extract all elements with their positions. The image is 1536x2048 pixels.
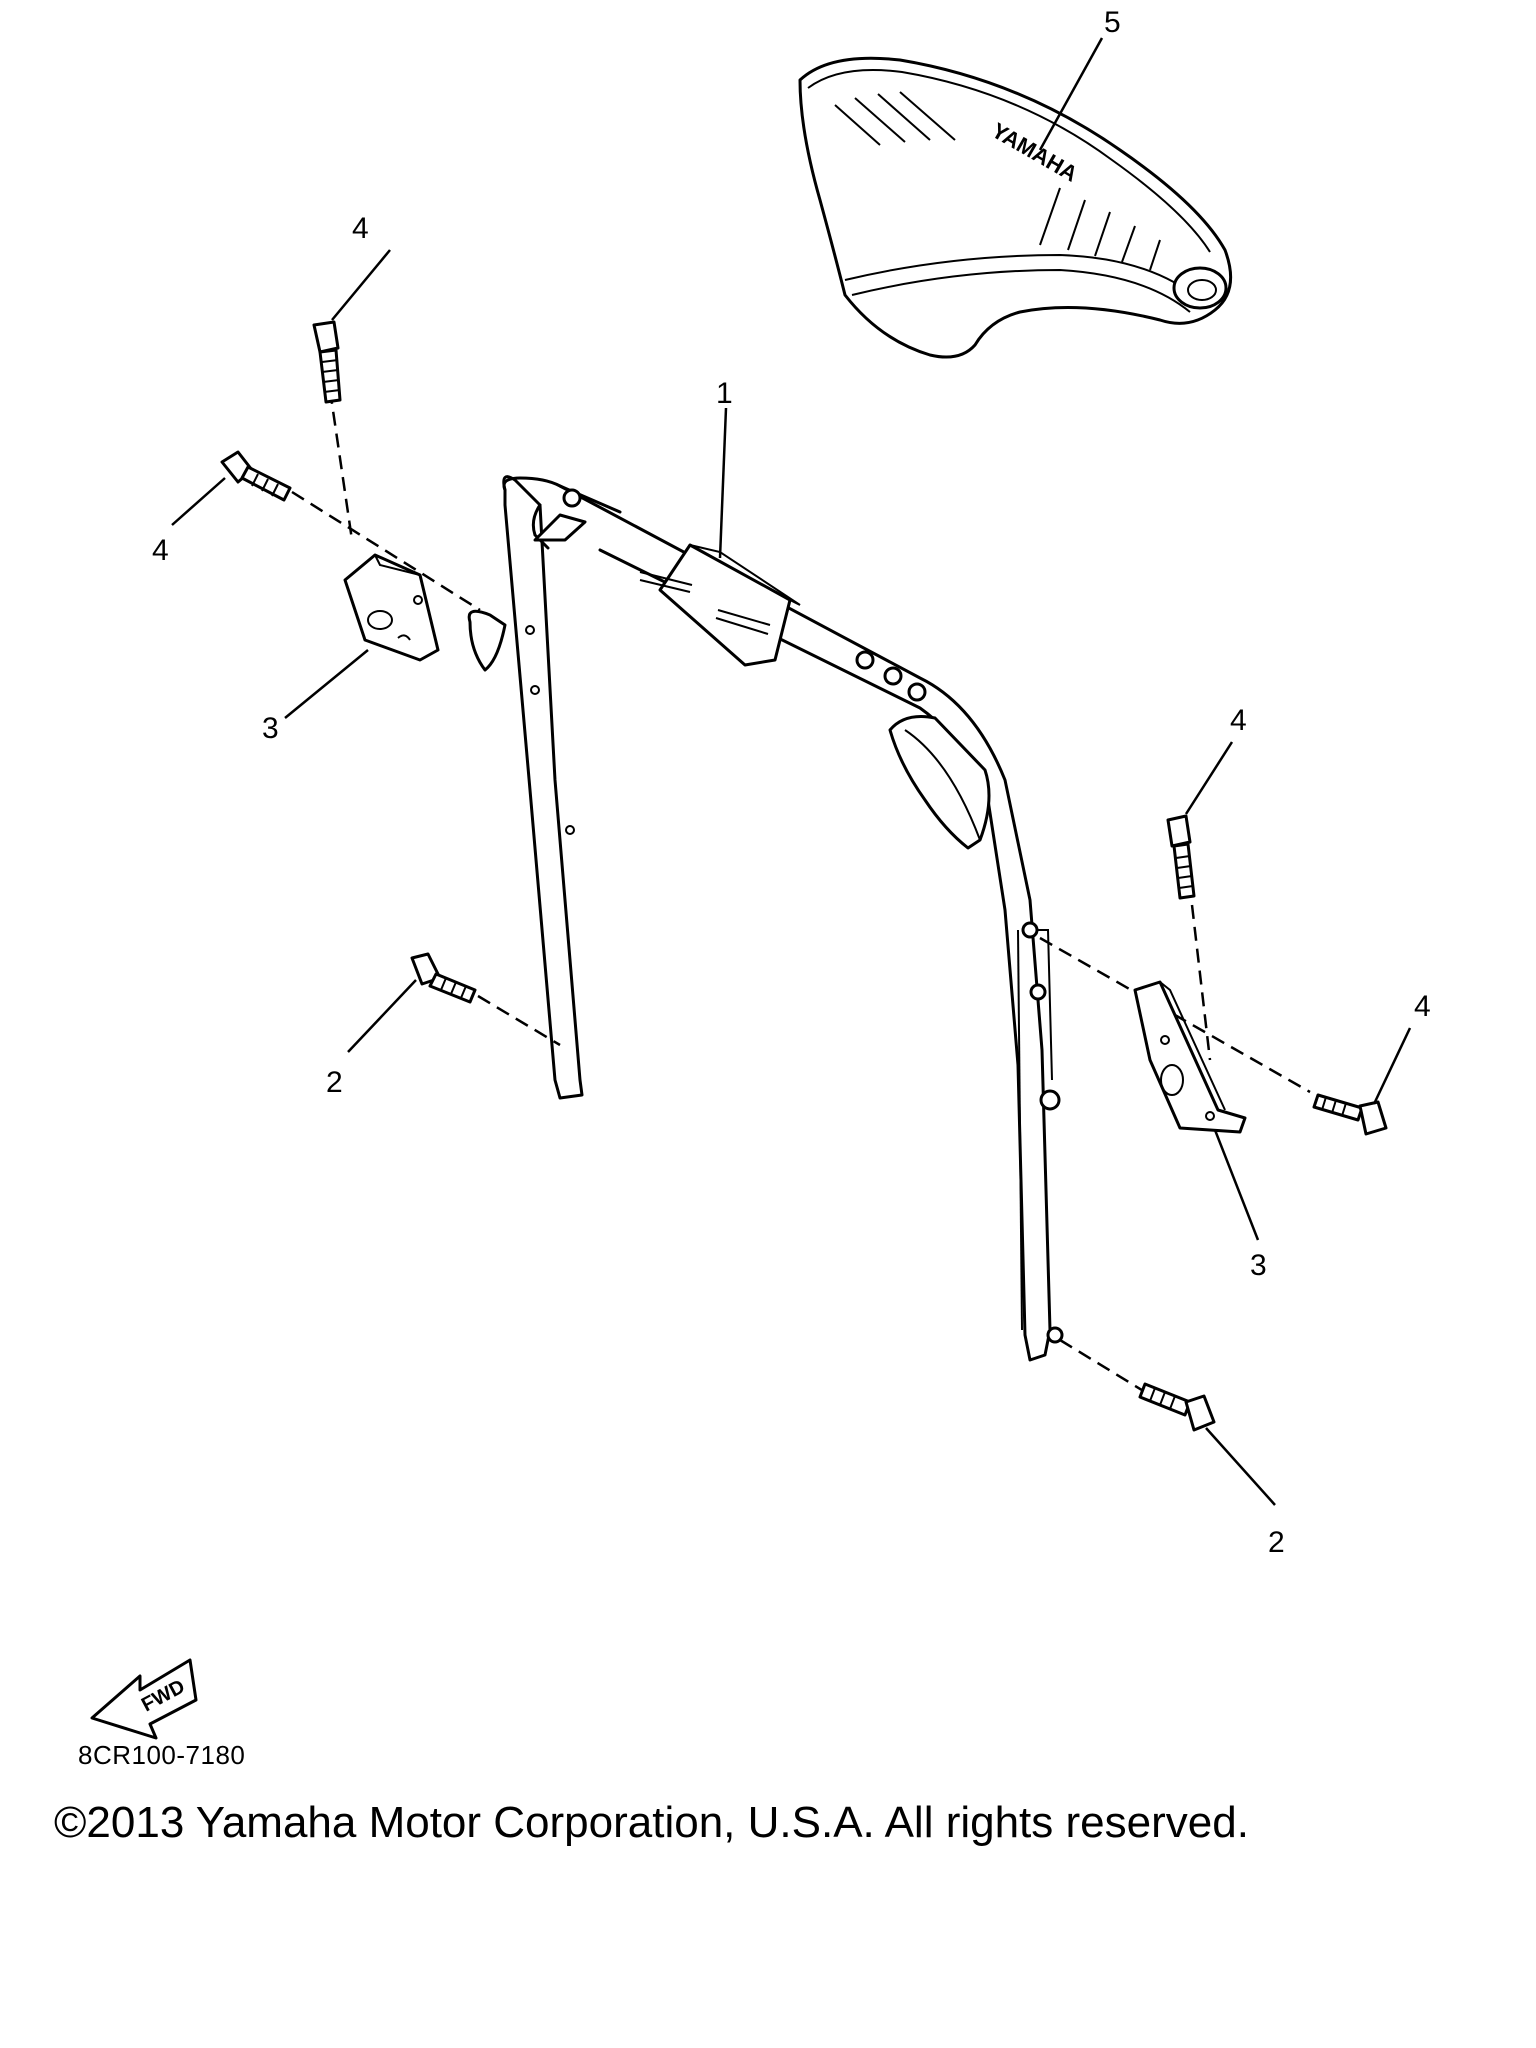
callout-2-left: 2 <box>326 1066 343 1099</box>
callout-1: 1 <box>716 377 733 410</box>
fwd-arrow-icon: FWD <box>90 1658 198 1740</box>
copyright-notice: ©2013 Yamaha Motor Corporation, U.S.A. A… <box>54 1798 1249 1847</box>
bolt-2-right <box>1138 1382 1276 1506</box>
callout-3-right: 3 <box>1250 1249 1267 1282</box>
assembly-line <box>291 490 481 612</box>
left-bracket <box>284 553 440 719</box>
callout-4-top-left: 4 <box>352 212 369 245</box>
assembly-line <box>477 994 561 1047</box>
bolt-2-left <box>347 952 477 1053</box>
callout-4-mid-right: 4 <box>1230 704 1247 737</box>
handlebar-frame <box>467 407 1064 1362</box>
assembly-line <box>328 389 354 541</box>
bolt-4-right <box>1312 1027 1412 1136</box>
bolt-4-mid-left <box>171 450 292 526</box>
seat-pad: YAMAHA <box>798 37 1233 359</box>
assembly-line <box>1190 904 1212 1061</box>
assembly-line <box>1059 1338 1151 1397</box>
drawing-code: 8CR100-7180 <box>78 1740 246 1770</box>
callout-4-right: 4 <box>1414 990 1431 1023</box>
bolt-4-top-left <box>312 249 391 404</box>
callout-4-mid-left: 4 <box>152 534 169 567</box>
bolt-4-mid-right <box>1166 741 1234 900</box>
callout-3-left: 3 <box>262 712 279 745</box>
callout-2-right: 2 <box>1268 1526 1285 1559</box>
callout-5: 5 <box>1104 6 1121 39</box>
right-bracket <box>1133 980 1260 1241</box>
